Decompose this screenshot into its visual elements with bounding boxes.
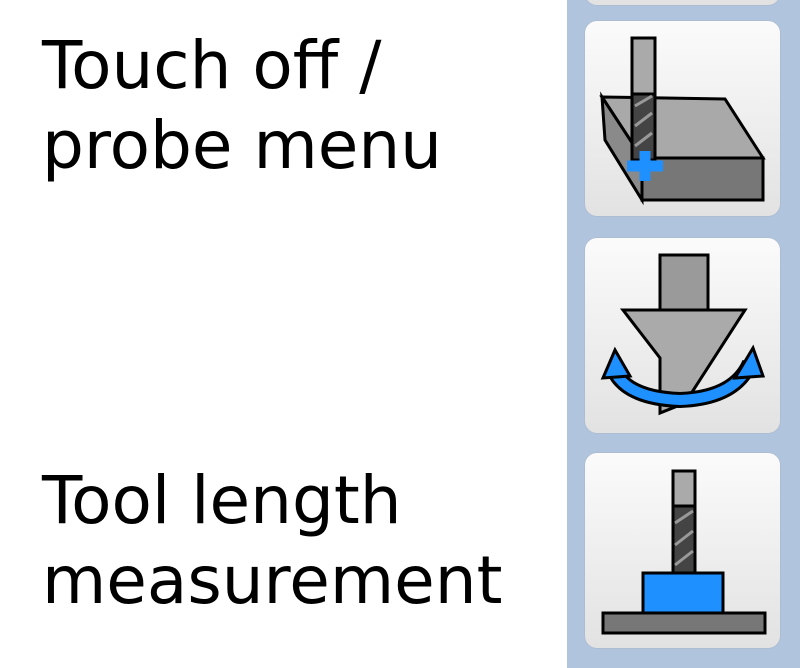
touch-off-probe-button[interactable] (585, 21, 780, 216)
partial-button-above[interactable] (585, 0, 780, 5)
touch-off-probe-icon (599, 36, 766, 206)
tool-rotate-icon (600, 253, 766, 416)
tool-rotate-button[interactable] (585, 238, 780, 433)
tool-length-measurement-label: Tool length measurement (42, 462, 503, 619)
touch-off-probe-menu-label: Touch off / probe menu (42, 27, 442, 184)
tool-length-measure-icon (601, 469, 767, 635)
tool-length-measure-button[interactable] (585, 453, 780, 648)
